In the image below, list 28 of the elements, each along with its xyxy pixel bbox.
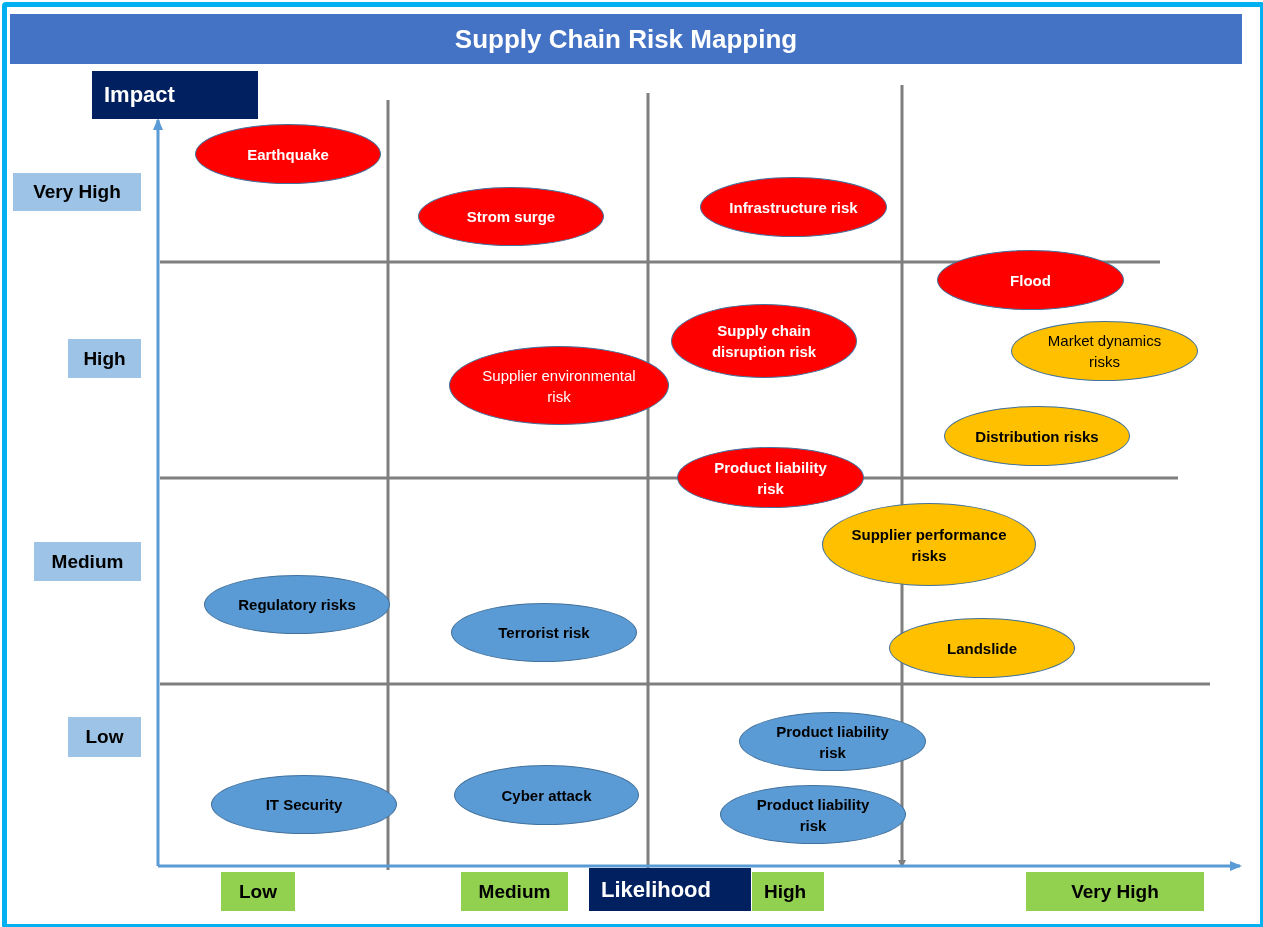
impact-level-label: Very High: [13, 173, 141, 211]
risk-ellipse: Market dynamics risks: [1011, 321, 1198, 381]
risk-ellipse: Regulatory risks: [204, 575, 390, 634]
axis-label: Likelihood: [589, 868, 751, 911]
risk-ellipse: Distribution risks: [944, 406, 1130, 466]
likelihood-level-label: High: [752, 872, 824, 911]
risk-ellipse: Terrorist risk: [451, 603, 637, 662]
risk-ellipse: Infrastructure risk: [700, 177, 887, 237]
risk-ellipse: Earthquake: [195, 124, 381, 184]
risk-ellipse: Product liability risk: [739, 712, 926, 771]
risk-ellipse: Flood: [937, 250, 1124, 310]
risk-ellipse: Supplier performance risks: [822, 503, 1036, 586]
impact-level-label: High: [68, 339, 141, 378]
risk-ellipse: Supply chain disruption risk: [671, 304, 857, 378]
risk-ellipse: Product liability risk: [720, 785, 906, 844]
likelihood-level-label: Very High: [1026, 872, 1204, 911]
risk-ellipse: Strom surge: [418, 187, 604, 246]
risk-ellipse: Supplier environmental risk: [449, 346, 669, 425]
risk-ellipse: IT Security: [211, 775, 397, 834]
axis-label: Impact: [92, 71, 258, 119]
likelihood-level-label: Medium: [461, 872, 568, 911]
risk-ellipse: Cyber attack: [454, 765, 639, 825]
likelihood-level-label: Low: [221, 872, 295, 911]
impact-level-label: Medium: [34, 542, 141, 581]
risk-ellipse: Product liability risk: [677, 447, 864, 508]
title-bar: Supply Chain Risk Mapping: [10, 14, 1242, 64]
risk-ellipse: Landslide: [889, 618, 1075, 678]
impact-level-label: Low: [68, 717, 141, 757]
